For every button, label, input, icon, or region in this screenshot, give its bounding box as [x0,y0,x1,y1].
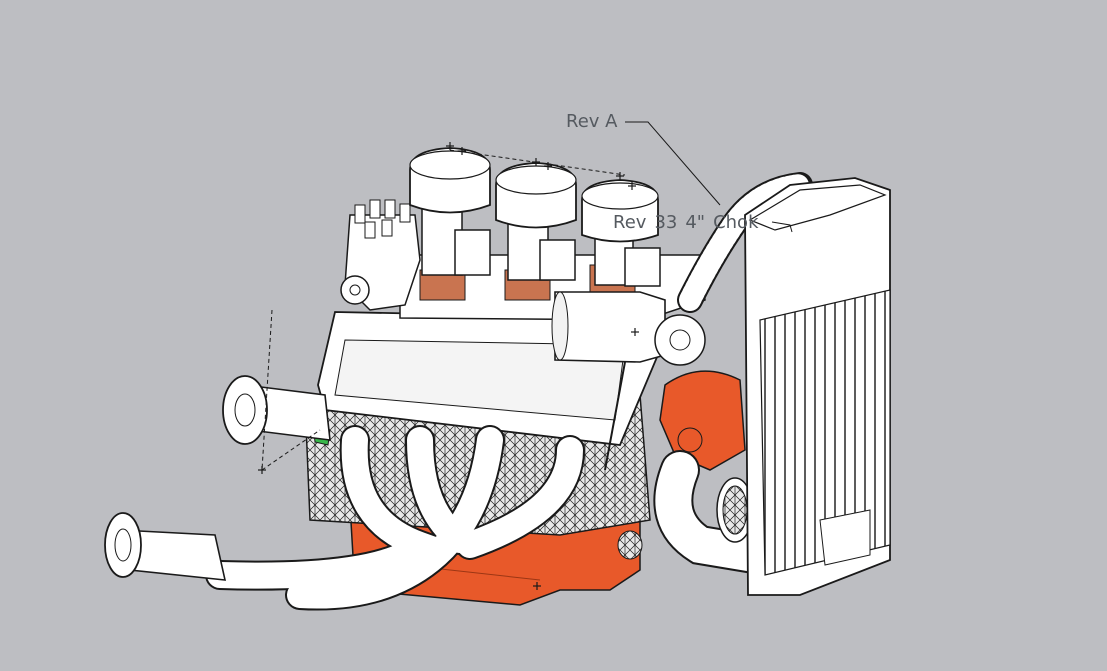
annotation-rev-b-part-4: Chok [713,212,759,233]
crosshair-plus-icon [532,158,540,166]
crosshair-plus-icon [631,328,639,336]
annotation-rev-a[interactable]: Rev A [566,111,618,132]
alternator[interactable] [551,291,706,366]
crosshair-plus-icon [616,172,624,180]
exhaust-collector[interactable] [104,512,227,581]
carburetor-2[interactable] [495,162,577,281]
exhaust-flange-front[interactable] [222,375,331,445]
arrow-head-icon [771,221,793,233]
carburetor-1[interactable] [409,147,491,276]
annotation-rev-b-part-1: Rev [613,212,647,233]
lower-radiator-hose[interactable] [653,450,780,575]
crosshair-plus-icon [446,142,454,150]
distributor[interactable] [340,199,421,311]
crosshair-plus-icon [258,466,266,474]
radiator[interactable] [744,177,891,596]
dimension-lines [261,121,793,471]
crosshair-plus-icon [533,582,541,590]
crosshair-plus-icon [544,162,552,170]
annotation-rev-b-part-2: 33 [654,212,678,233]
crosshair-plus-icon [458,147,466,155]
crosshair-markers[interactable] [258,142,639,590]
annotation-rev-b-part-3: 4" [685,212,706,233]
crosshair-plus-icon [628,182,636,190]
exhaust-header[interactable] [205,425,585,611]
water-pump[interactable] [659,370,746,471]
carburetor-3[interactable] [581,179,661,287]
upper-radiator-hose[interactable] [677,172,813,313]
annotation-rev-b[interactable]: Rev 33 4" Chok [613,212,767,233]
